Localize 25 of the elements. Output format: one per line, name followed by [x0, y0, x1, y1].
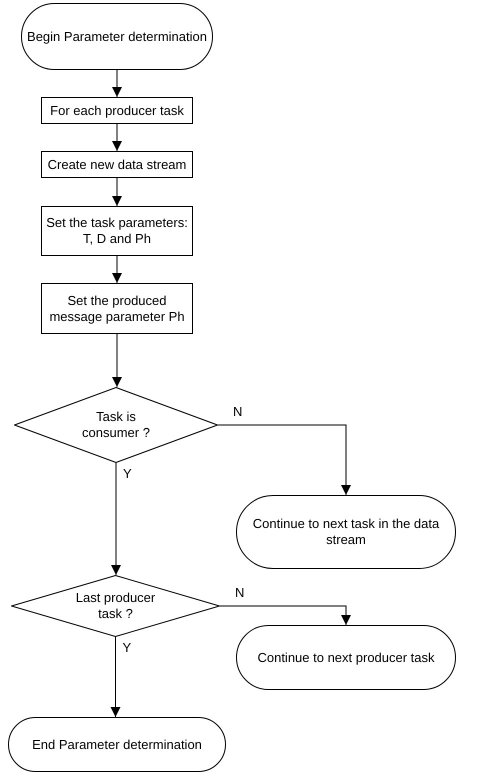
node-text: Set the produced message parameter Ph: [48, 292, 186, 324]
node-text: Set the task parameters: T, D and Ph: [45, 215, 189, 247]
arrow: [112, 256, 122, 284]
arrow: [112, 178, 122, 206]
node-text: Begin Parameter determination: [26, 28, 208, 44]
arrow: [112, 124, 122, 152]
process-box: [41, 283, 193, 334]
arrow: [110, 636, 120, 718]
arrow: [220, 606, 351, 626]
arrow: [218, 424, 351, 496]
arrow: [111, 462, 121, 576]
node-text: For each producer task: [49, 102, 185, 118]
node-text: Continue to next producer task: [256, 650, 436, 666]
decision-diamond: [11, 575, 220, 637]
node-text: Continue to next task in the data stream: [252, 516, 440, 548]
process-box: [41, 206, 193, 256]
node-text: Last producer task ?: [74, 590, 156, 622]
arrow: [112, 70, 122, 98]
node-text: Task is consumer ?: [81, 409, 151, 441]
node-text: End Parameter determination: [31, 736, 203, 752]
decision-diamond: [14, 387, 218, 463]
process-box: [41, 97, 193, 124]
process-box: [41, 151, 193, 178]
arrow: [112, 334, 122, 388]
node-text: Create new data stream: [46, 156, 188, 172]
